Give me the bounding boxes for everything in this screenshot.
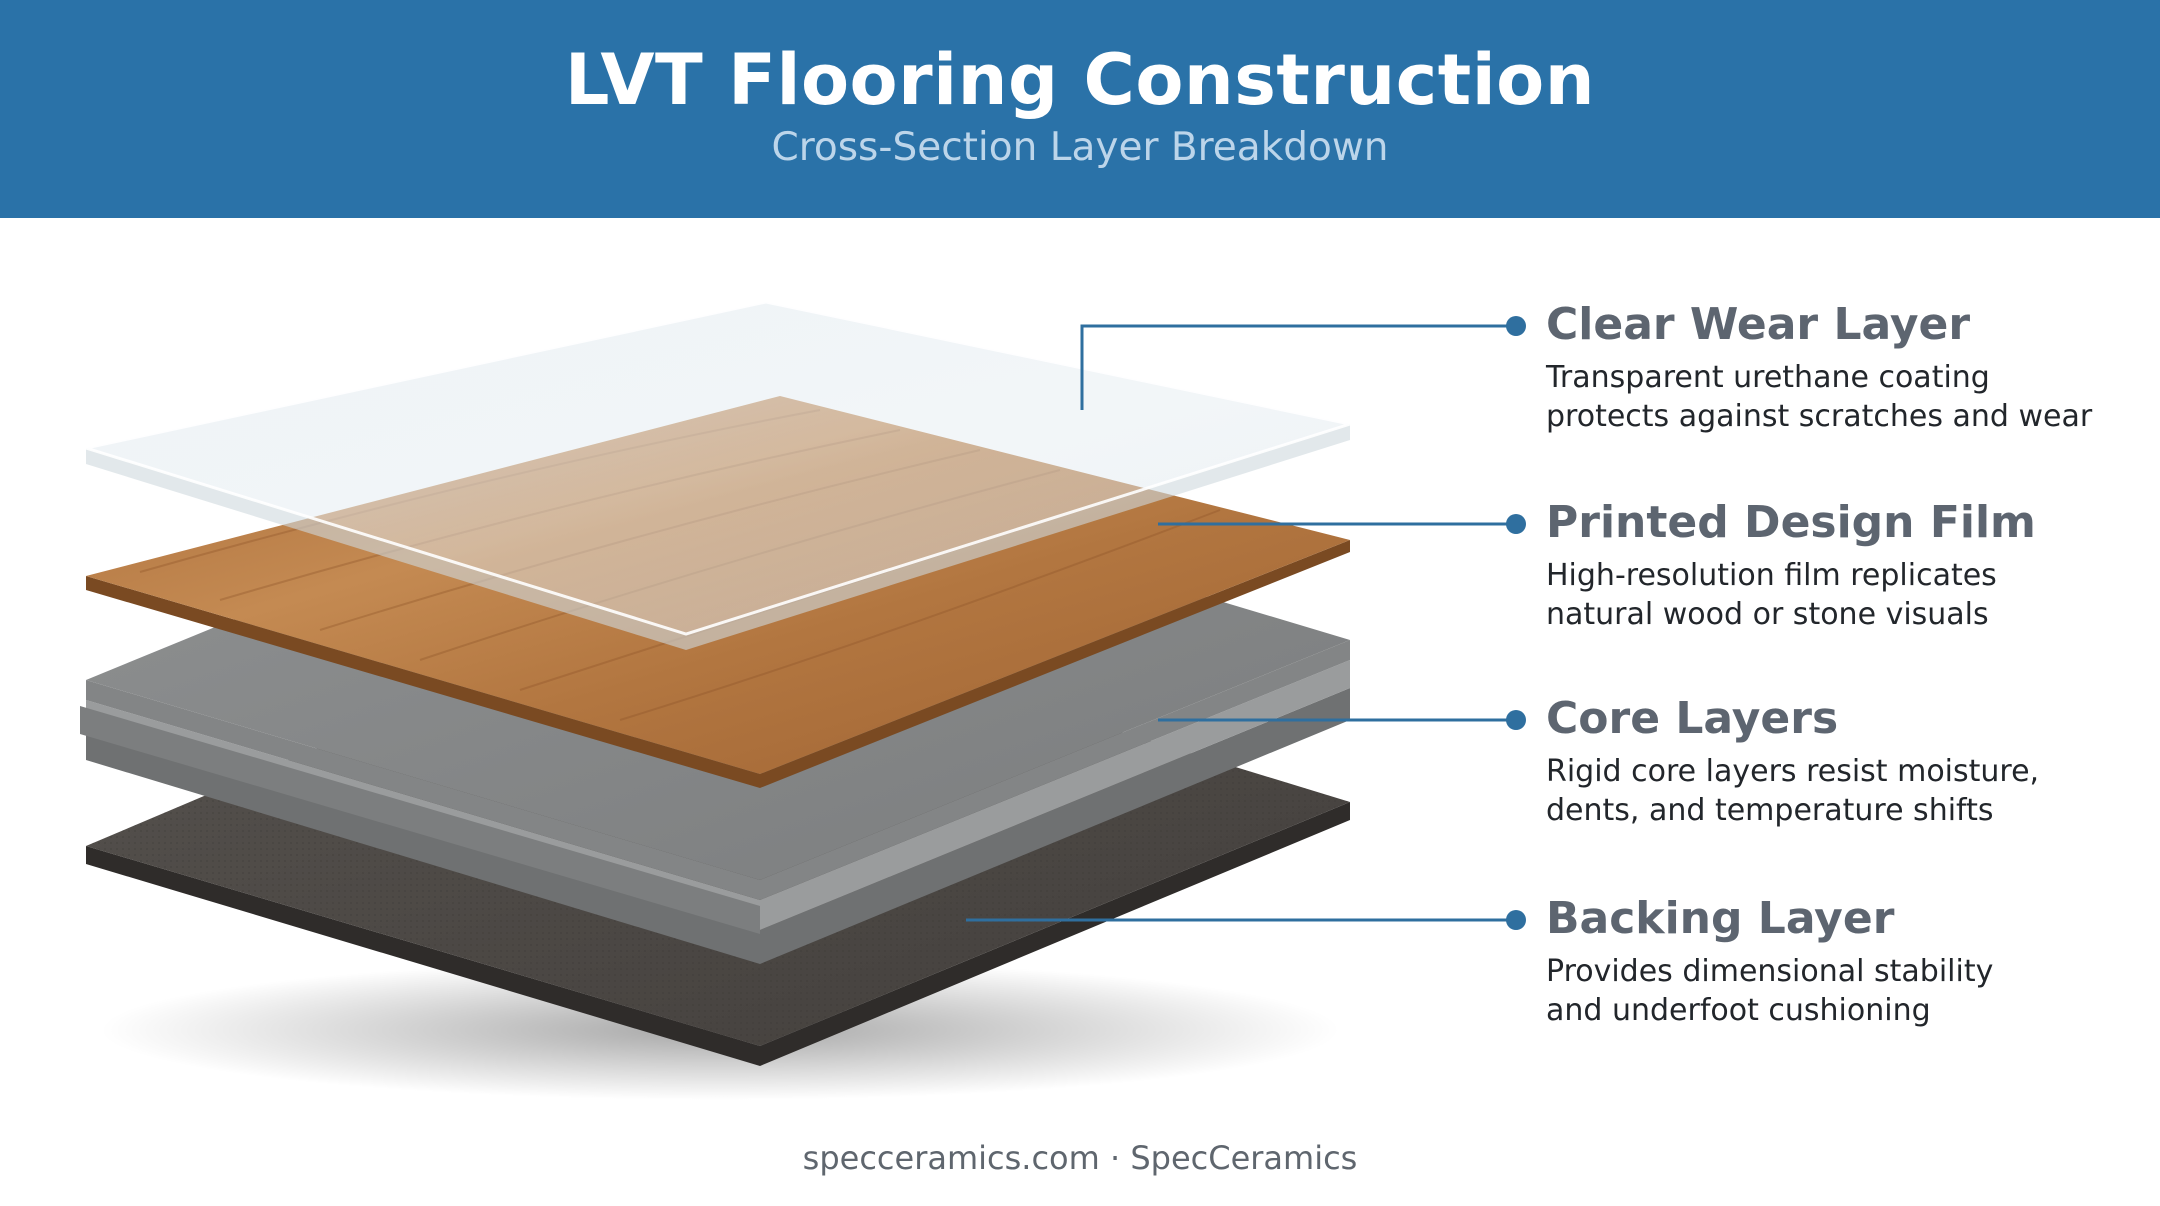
label-desc-line2: and underfoot cushioning [1546,993,1931,1028]
label-design-film: Printed Design Film High-resolution film… [1546,496,2146,634]
label-backing-layer: Backing Layer Provides dimensional stabi… [1546,892,2146,1030]
label-desc-line2: dents, and temperature shifts [1546,793,1994,828]
page-title: LVT Flooring Construction [564,39,1596,121]
callout-dots [1506,316,1526,930]
label-desc-line1: Provides dimensional stability [1546,954,1994,989]
label-title: Core Layers [1546,693,1839,744]
footer-credit: specceramics.com · SpecCeramics [802,1139,1358,1177]
label-desc-line1: Transparent urethane coating [1546,360,1990,395]
callout-dot-wear [1506,316,1526,336]
label-wear-layer: Clear Wear Layer Transparent urethane co… [1546,298,2146,436]
label-desc-line2: protects against scratches and wear [1546,399,2093,434]
label-title: Backing Layer [1546,893,1895,944]
callout-dot-core [1506,710,1526,730]
label-core-layers: Core Layers Rigid core layers resist moi… [1546,692,2146,830]
label-title: Printed Design Film [1546,497,2036,548]
label-desc-line2: natural wood or stone visuals [1546,597,1989,632]
label-desc-line1: High-resolution film replicates [1546,558,1997,593]
callout-dot-backing [1506,910,1526,930]
callout-line-wear [1080,324,1516,410]
label-title: Clear Wear Layer [1546,299,1971,350]
wear-layer-slab [80,300,1356,650]
page-subtitle: Cross-Section Layer Breakdown [771,125,1389,170]
label-desc-line1: Rigid core layers resist moisture, [1546,754,2040,789]
callout-dot-film [1506,514,1526,534]
header-banner: LVT Flooring Construction Cross-Section … [0,0,2160,218]
callout-lines [966,324,1516,922]
